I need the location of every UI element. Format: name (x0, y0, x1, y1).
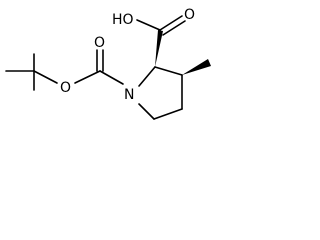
bond-c5-to-n (138, 103, 155, 120)
acid-carbonyl-oxygen-label: O (184, 7, 195, 23)
ring-nitrogen-label: N (124, 87, 134, 103)
bond-carboxyl-to-hydroxyl (136, 19, 161, 31)
boc-ester-oxygen-label: O (60, 80, 71, 96)
wedge-bond-c3-to-methyl (182, 59, 211, 75)
bond-c2-to-c3 (154, 66, 183, 76)
boc-carbamate-group (74, 49, 124, 85)
bond-carboxyl-double-a (159, 15, 183, 31)
bond-n-to-c2 (138, 66, 156, 87)
bond-carbonyl-to-nitrogen (99, 70, 124, 85)
acid-hydroxyl-label: HO (112, 12, 134, 28)
bond-tbu-to-ester-oxygen (33, 70, 58, 84)
boc-carbonyl-oxygen-label: O (94, 35, 105, 51)
methyl-group (182, 59, 211, 75)
pyrrolidine-ring (138, 66, 183, 120)
bond-carboxyl-double-b (162, 20, 186, 36)
bond-ester-oxygen-to-carbonyl (74, 70, 101, 84)
bond-c4-to-c5 (153, 108, 183, 120)
carboxylic-acid-group (136, 15, 186, 67)
tert-butyl-group (5, 53, 58, 91)
wedge-bond-c2-to-carboxyl (155, 30, 163, 67)
chemical-structure: HO O O O N (5, 7, 211, 120)
